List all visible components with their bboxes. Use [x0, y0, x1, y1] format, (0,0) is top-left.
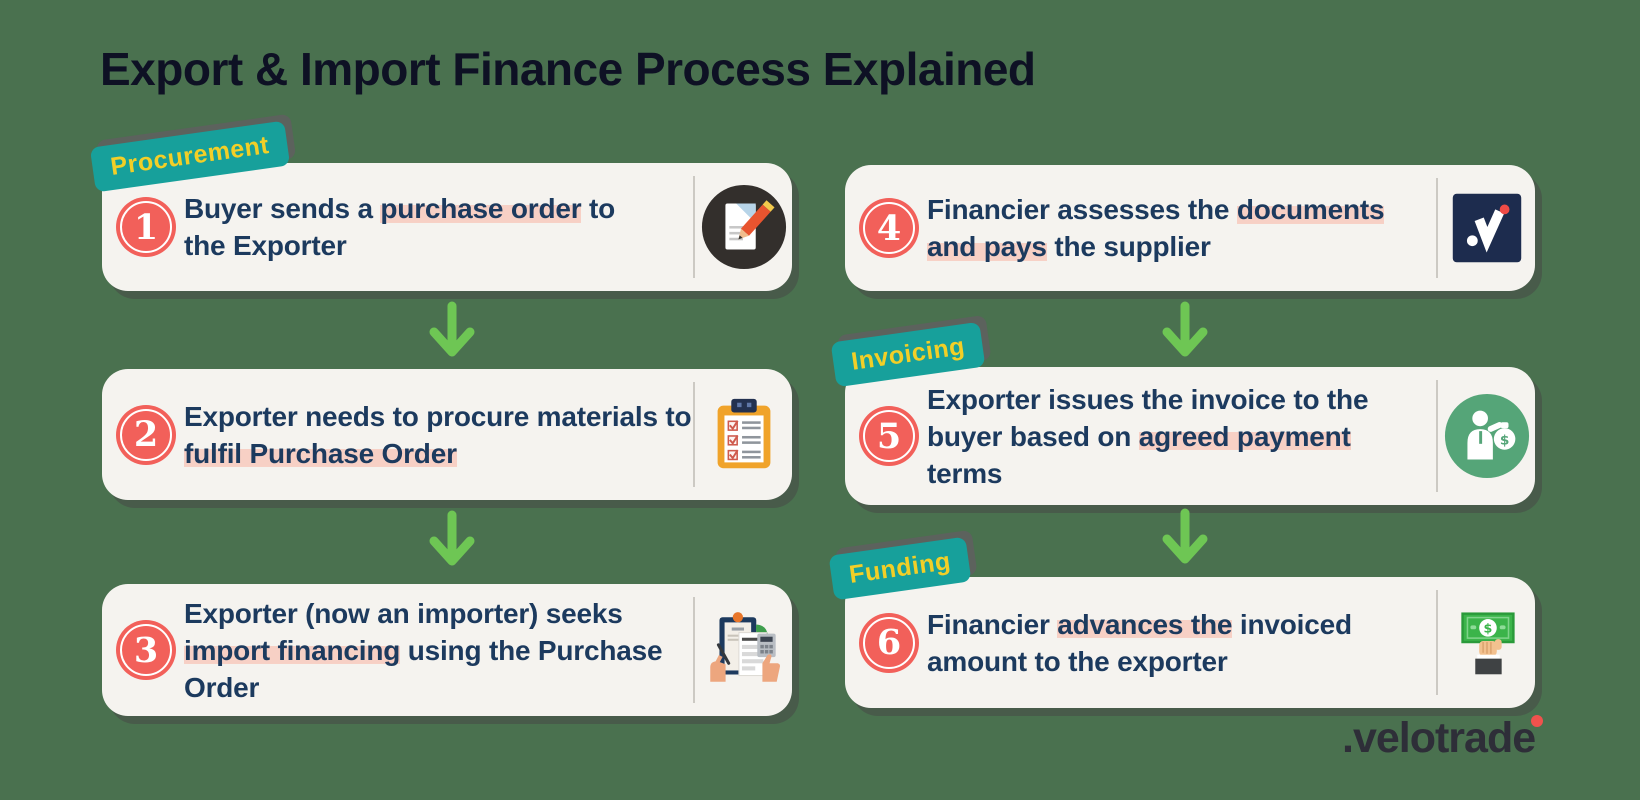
step-card-3: 3 Exporter (now an importer) seeks impor… [102, 584, 792, 716]
flow-arrow-down-3 [1159, 301, 1211, 363]
velotrade-logo: .velotrade [1342, 714, 1544, 763]
step-card-2: 2 Exporter needs to procure materials to… [102, 369, 792, 500]
step-card-4: 4 Financier assesses the documents and p… [845, 165, 1535, 291]
step-text-1: Buyer sends a purchase order to the Expo… [184, 190, 654, 264]
text-segment: Exporter (now an importer) seeks [184, 597, 623, 629]
highlighted-text: agreed payment [1138, 420, 1351, 452]
flow-arrow-down-2 [426, 510, 478, 572]
checklist-clipboard-icon [695, 369, 792, 500]
step-number-badge-5: 5 [859, 406, 919, 466]
hand-banknote-icon: $ [1438, 577, 1535, 708]
text-segment: to the Exporter [184, 193, 616, 261]
svg-text:$: $ [1499, 432, 1509, 448]
step-card-5: 5 Exporter issues the invoice to the buy… [845, 367, 1535, 505]
person-moneybag-icon: $ [1438, 367, 1535, 505]
card-divider [1436, 590, 1438, 695]
highlighted-text: advances the [1057, 608, 1233, 640]
step-number-badge-3: 3 [116, 620, 176, 680]
step-number-badge-2: 2 [116, 404, 176, 465]
step-card-1: 1 Buyer sends a purchase order to the Ex… [102, 163, 792, 291]
step-text-4: Financier assesses the documents and pay… [927, 191, 1389, 265]
step-number: 1 [133, 206, 159, 248]
text-segment: Financier assesses the [927, 194, 1237, 225]
text-segment: using the Purchase Order [184, 634, 663, 703]
velotrade-mark-icon [1438, 165, 1535, 291]
document-pencil-icon [695, 163, 792, 291]
step-text-3: Exporter (now an importer) seeks import … [184, 595, 679, 706]
step-number: 5 [876, 415, 902, 457]
step-number-badge-6: 6 [859, 612, 919, 673]
logo-red-dot [1531, 715, 1544, 727]
flow-arrow-down-1 [426, 301, 478, 363]
text-segment: the supplier [1046, 231, 1211, 262]
svg-text:$: $ [1483, 620, 1492, 635]
flow-arrow-down-4 [1159, 508, 1211, 570]
step-number: 4 [876, 207, 902, 249]
step-text-5: Exporter issues the invoice to the buyer… [927, 381, 1430, 492]
card-divider [693, 382, 695, 487]
text-segment: invoiced amount to the exporter [927, 608, 1352, 677]
highlighted-text: fulfil Purchase Order [184, 437, 457, 469]
step-text-6: Financier advances the invoiced amount t… [927, 606, 1405, 680]
step-text-2: Exporter needs to procure materials to f… [184, 398, 692, 472]
velotrade-logo-text: .velotrade [1342, 714, 1536, 762]
card-divider [693, 176, 695, 278]
step-number-badge-4: 4 [859, 198, 919, 258]
step-number-badge-1: 1 [116, 197, 176, 257]
text-segment: Exporter issues the invoice to the buyer… [927, 383, 1369, 452]
text-segment: terms [927, 457, 1003, 489]
step-card-6: 6 Financier advances the invoiced amount… [845, 577, 1535, 708]
highlighted-text: purchase order [380, 193, 582, 224]
highlighted-text: import financing [184, 634, 401, 666]
card-divider [1436, 178, 1438, 278]
page-title: Export & Import Finance Process Explaine… [100, 43, 1036, 95]
text-segment: Financier [927, 608, 1058, 640]
step-number: 6 [876, 622, 902, 663]
text-segment: Exporter needs to procure materials to [184, 400, 692, 432]
text-segment: Buyer sends a [184, 193, 381, 224]
step-number: 3 [133, 629, 159, 671]
invoice-review-icon [695, 584, 792, 716]
card-divider [1436, 380, 1438, 492]
step-number: 2 [133, 414, 159, 455]
card-divider [693, 597, 695, 703]
